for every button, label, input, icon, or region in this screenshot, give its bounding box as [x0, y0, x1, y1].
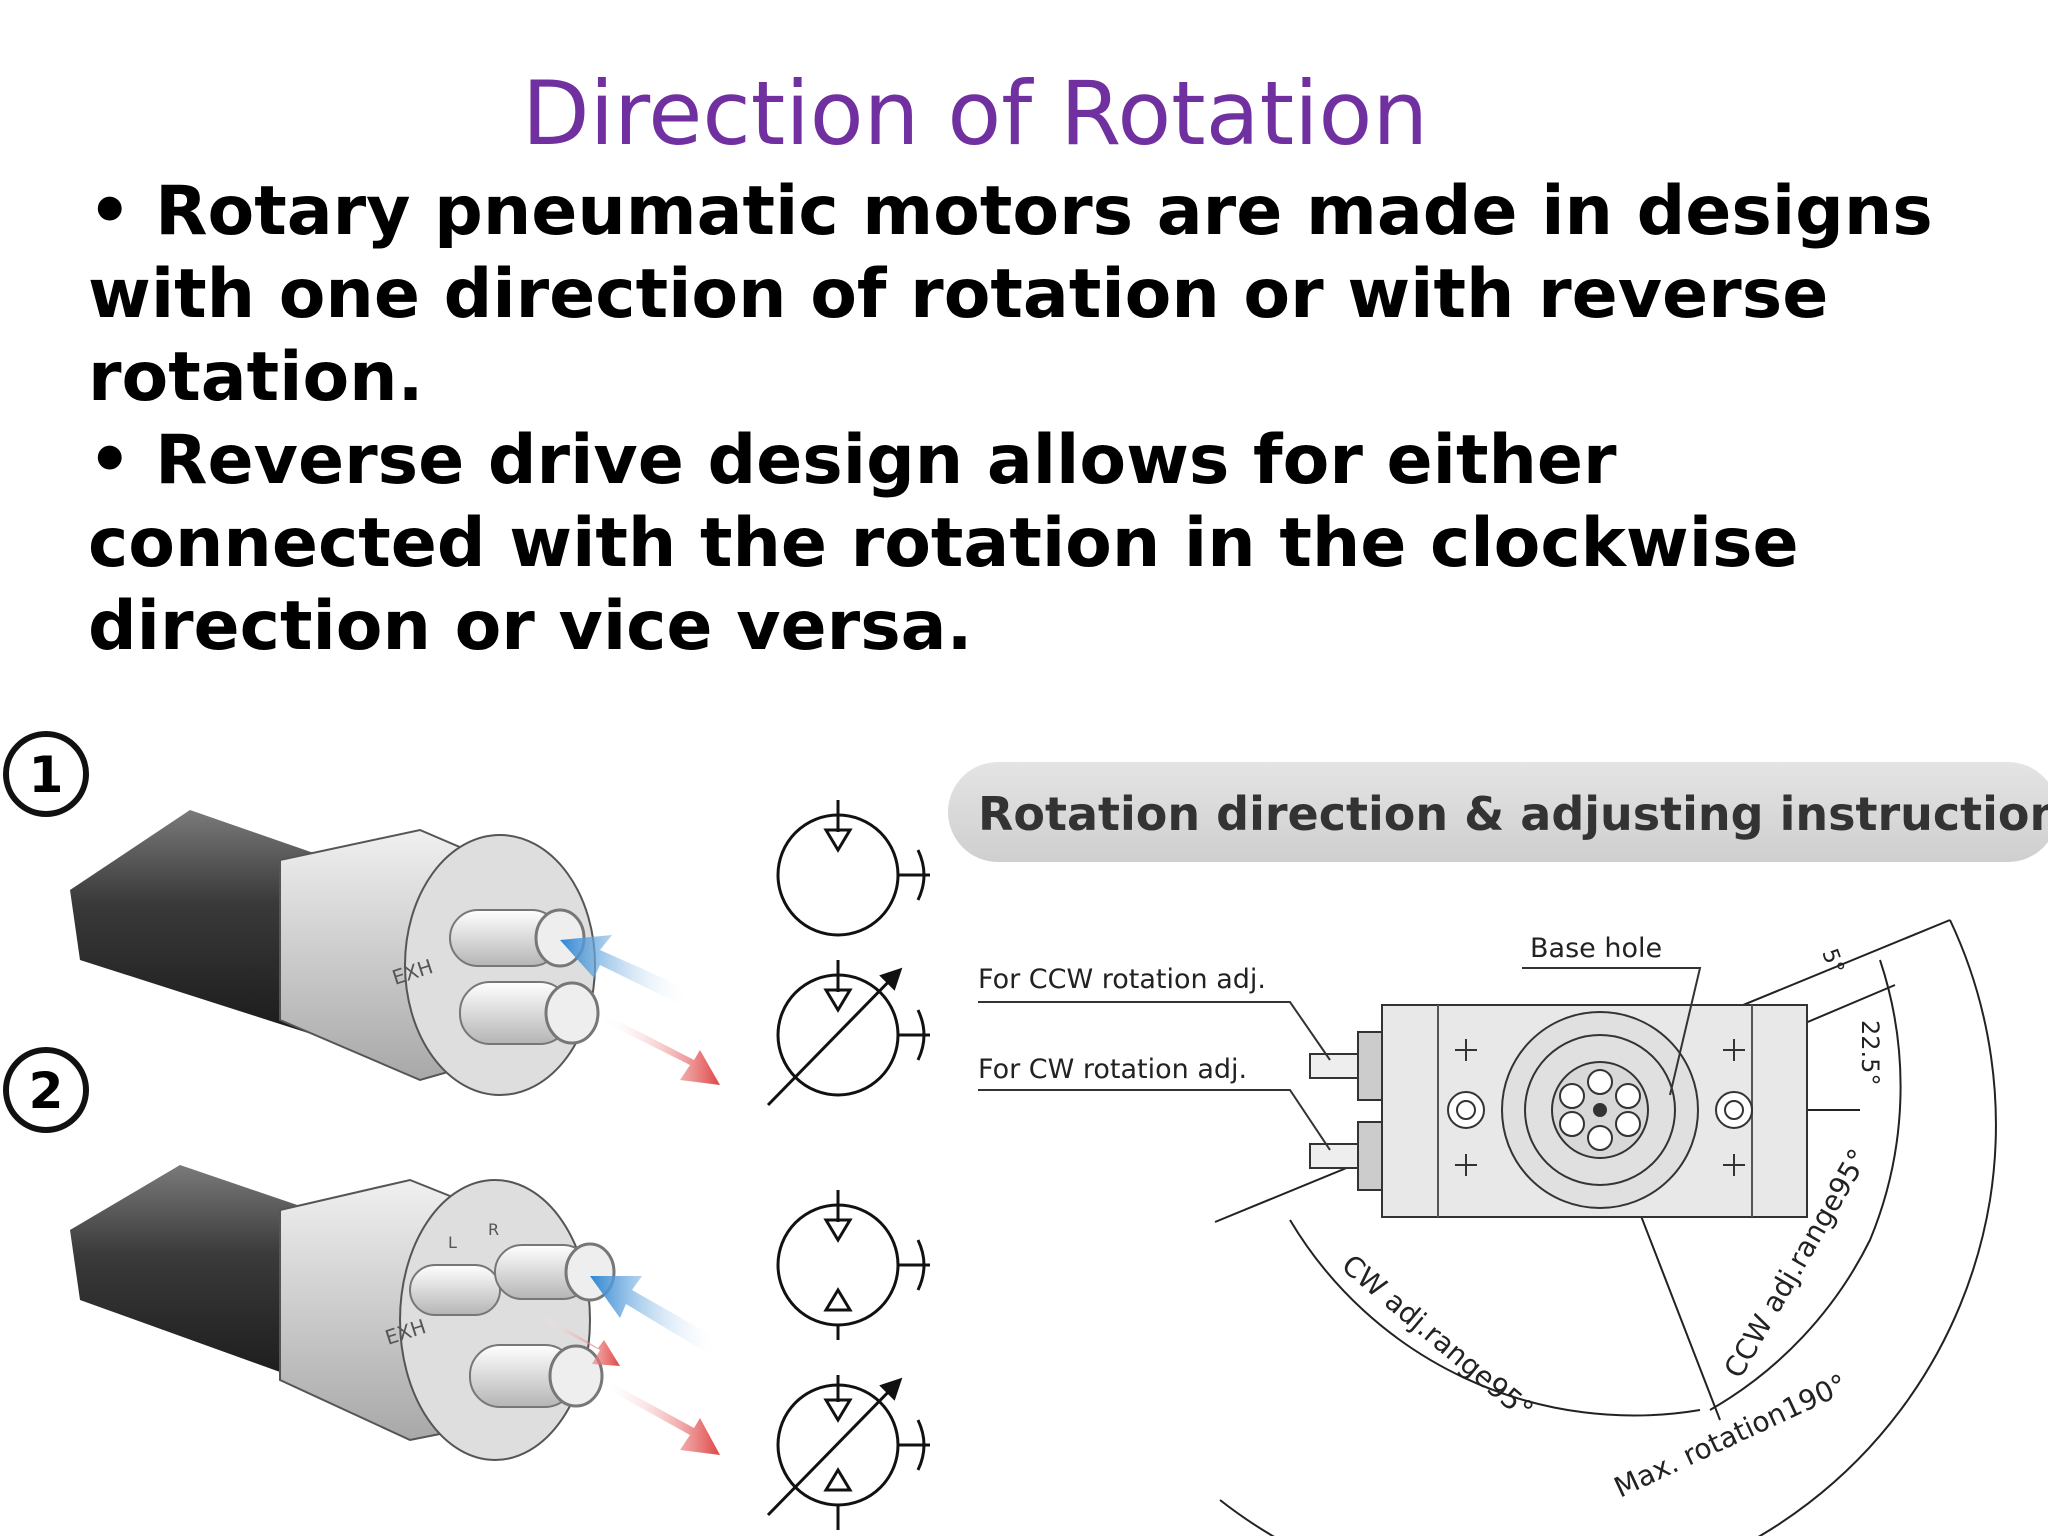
cw-adjuster-screw	[1309, 1143, 1359, 1169]
motor-2-arrow-out	[600, 1380, 720, 1455]
label-cw-adj: For CW rotation adj.	[978, 1054, 1247, 1085]
ccw-adjuster-screw	[1309, 1053, 1359, 1079]
motor-symbols	[766, 800, 930, 1530]
symbol-fixed-1	[776, 800, 930, 937]
mounting-block	[1309, 1004, 1808, 1218]
ccw-adjuster-nut	[1357, 1031, 1383, 1101]
motor-2-arrow-in	[590, 1276, 720, 1356]
motor-2-arrow-mid	[540, 1316, 620, 1366]
motor-1-arrow-out	[600, 1014, 720, 1085]
label-ccw-adj: For CCW rotation adj.	[978, 964, 1266, 995]
motor-2-port-r-label: R	[488, 1220, 499, 1239]
symbol-reversible-variable-2	[766, 1375, 930, 1530]
motor-1-arrow-in	[560, 935, 690, 1008]
right-bolt-hole	[1715, 1091, 1753, 1129]
label-angle-22-5: 22.5°	[1856, 1020, 1884, 1085]
symbol-variable-1	[766, 960, 930, 1107]
arc-cw-range	[1289, 1219, 1701, 1417]
motor-2-port-l-label: L	[448, 1233, 457, 1252]
symbol-reversible-2	[776, 1190, 930, 1340]
instruction-header: Rotation direction & adjusting instructi…	[978, 787, 2048, 841]
motor-1-port-bottom-opening	[544, 981, 600, 1045]
motor-2-illustration: 2 EXH L R	[3, 1047, 720, 1461]
bullet-item-1: • Rotary pneumatic motors are made in de…	[88, 172, 1933, 417]
label-base-hole: Base hole	[1530, 933, 1662, 964]
marker-1-circle	[3, 731, 89, 817]
marker-1-label: 1	[29, 746, 64, 804]
marker-2-label: 2	[29, 1062, 64, 1120]
motor-2-port-exh-opening	[548, 1344, 604, 1408]
bullet-list: • Rotary pneumatic motors are made in de…	[88, 170, 1988, 668]
motor-2-port-l	[409, 1264, 501, 1316]
label-max-rotation: Max. rotation190°	[1609, 1368, 1852, 1505]
arc-max-rotation	[1219, 919, 1997, 1536]
rotation-instruction-figure: Rotation direction & adjusting instructi…	[948, 762, 2048, 1536]
slide-title: Direction of Rotation	[521, 62, 1429, 165]
label-cw-range: CW adj.range95°	[1336, 1248, 1540, 1427]
figures-svg: 1 EXH 2 EXH L R	[3, 731, 2048, 1536]
leader-lines	[978, 967, 1702, 1151]
arc-ccw-range	[1709, 959, 1902, 1411]
bullet-item-2: • Reverse drive design allows for either…	[88, 421, 1799, 666]
marker-2-circle	[3, 1047, 89, 1133]
instruction-header-banner	[948, 762, 2048, 862]
figures-area: 1 EXH 2 EXH L R	[0, 720, 2048, 1536]
left-bolt-hole	[1447, 1091, 1485, 1129]
motor-1-illustration: 1 EXH	[3, 731, 720, 1096]
cw-adjuster-nut	[1357, 1121, 1383, 1191]
